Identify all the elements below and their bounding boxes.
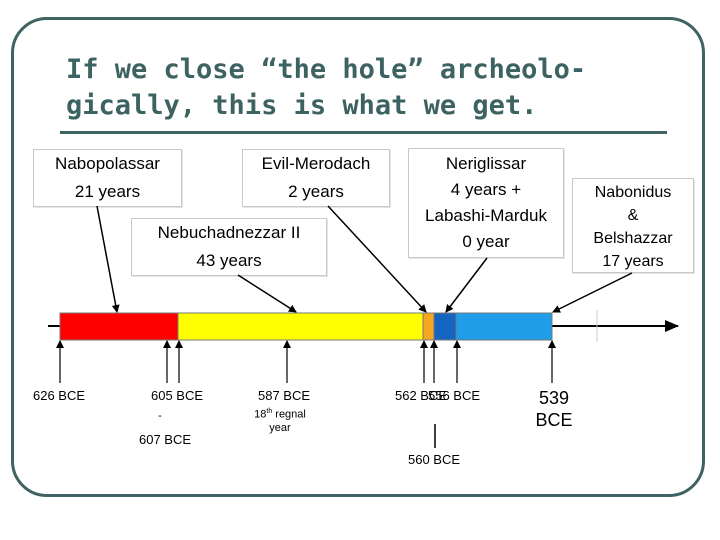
slide-frame <box>11 17 705 497</box>
nebuchadnezzar-segment <box>177 312 424 341</box>
nebuchadnezzar-years: 43 years <box>196 251 262 270</box>
evil-merodach-segment <box>422 312 435 341</box>
labashi-marduk-years: 0 year <box>462 232 510 251</box>
nabopolassar-arrow <box>96 205 120 313</box>
neriglissar-segment <box>433 312 457 341</box>
date-539: 539 BCE <box>530 387 578 431</box>
title-line-1: If we close “the hole” archeolo- <box>66 54 587 85</box>
regnal-year: year <box>269 421 291 434</box>
slide-title: If we close “the hole” archeolo- gically… <box>66 52 666 124</box>
nabonidus-box: Nabonidus & Belshazzar 17 years <box>572 178 694 273</box>
nabonidus-segment <box>455 312 553 341</box>
nabopolassar-name: Nabopolassar <box>55 154 160 173</box>
ampersand: & <box>627 207 639 224</box>
neriglissar-years: 4 years + <box>450 180 522 199</box>
belshazzar-name: Belshazzar <box>593 230 673 247</box>
nabonidus-arrow <box>552 272 633 313</box>
regnal-suffix: th <box>266 408 273 415</box>
date-562: 562 BCE <box>395 388 448 403</box>
date-587: 587 BCE <box>258 388 311 403</box>
evil-merodach-arrow <box>327 205 427 313</box>
title-line-2: gically, this is what we get. <box>66 90 538 121</box>
nabopolassar-segment <box>59 312 179 341</box>
date-607: 607 BCE <box>139 432 192 447</box>
nabopolassar-box: Nabopolassar 21 years <box>33 149 182 207</box>
date-626: 626 BCE <box>33 388 86 403</box>
neriglissar-name: Neriglissar <box>445 154 527 173</box>
regnal-number: 18 <box>254 408 267 421</box>
date-605: 605 BCE <box>151 388 204 403</box>
neriglissar-box: Neriglissar 4 years + Labashi-Marduk 0 y… <box>408 148 564 258</box>
regnal-year-note: 18th regnal year <box>250 405 310 435</box>
date-556: 556 BCE <box>428 388 481 403</box>
date-dash: - <box>158 410 162 422</box>
evil-merodach-box: Evil-Merodach 2 years <box>242 149 390 207</box>
neriglissar-arrow <box>445 257 488 313</box>
nebuchadnezzar-arrow <box>237 274 297 313</box>
nabonidus-name: Nabonidus <box>594 184 672 201</box>
date-560: 560 BCE <box>408 452 461 467</box>
title-underline <box>60 131 667 134</box>
evil-merodach-name: Evil-Merodach <box>261 154 371 173</box>
nebuchadnezzar-box: Nebuchadnezzar II 43 years <box>131 218 327 276</box>
nabonidus-years: 17 years <box>602 253 664 270</box>
date-539-year: 539 <box>538 388 570 408</box>
regnal-word: regnal <box>272 408 306 421</box>
evil-merodach-years: 2 years <box>288 182 344 201</box>
nabopolassar-years: 21 years <box>74 182 141 201</box>
nebuchadnezzar-name: Nebuchadnezzar II <box>157 223 301 242</box>
labashi-marduk-name: Labashi-Marduk <box>425 206 547 225</box>
date-539-era: BCE <box>535 410 573 430</box>
